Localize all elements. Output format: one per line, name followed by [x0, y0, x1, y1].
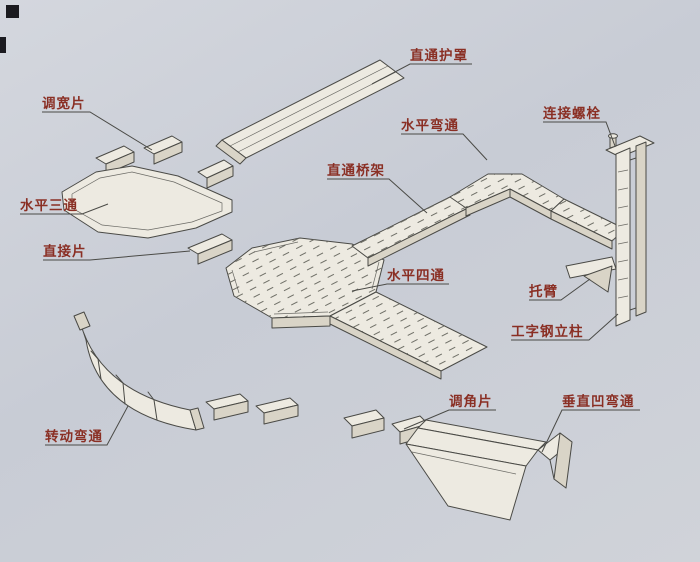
labels-layer: 直通护罩 调宽片 水平弯通 连接螺栓 直通桥架 水平三通 直接片 水平四通 托臂… [20, 47, 635, 444]
label-connecting-bolt: 连接螺栓 [543, 105, 601, 121]
horizontal-cross-part [225, 237, 385, 329]
label-width-adjuster: 调宽片 [42, 95, 86, 111]
horizontal-tee-part [61, 165, 233, 239]
lower-tray-part [329, 291, 488, 380]
vertical-concave-bend-part [405, 419, 573, 521]
scan-artifact [6, 5, 19, 18]
label-i-beam-column: 工字钢立柱 [511, 323, 584, 339]
right-tray-part [550, 198, 626, 250]
cover-part [215, 59, 405, 165]
scan-artifact [0, 37, 6, 53]
label-straight-tray: 直通桥架 [327, 162, 385, 178]
direct-piece-part [187, 233, 233, 265]
label-horizontal-tee: 水平三通 [20, 197, 78, 213]
label-direct-piece: 直接片 [43, 243, 87, 259]
bracket-arm-part [565, 256, 617, 293]
straight-tray-part [351, 194, 471, 267]
i-beam-column-part [605, 133, 655, 327]
label-horizontal-bend: 水平弯通 [401, 117, 459, 133]
label-angle-piece: 调角片 [449, 393, 493, 409]
chain-piece-parts [205, 393, 299, 425]
width-adjuster-parts [95, 135, 234, 189]
label-horizontal-cross: 水平四通 [387, 267, 445, 283]
label-rotating-bend: 转动弯通 [45, 428, 103, 444]
label-vertical-concave-bend: 垂直凹弯通 [562, 393, 635, 409]
label-cover: 直通护罩 [410, 47, 468, 63]
horizontal-bend-part [449, 173, 565, 220]
label-bracket-arm: 托臂 [529, 283, 558, 299]
leader-lines [20, 63, 640, 453]
rotating-bend-part [73, 311, 205, 431]
